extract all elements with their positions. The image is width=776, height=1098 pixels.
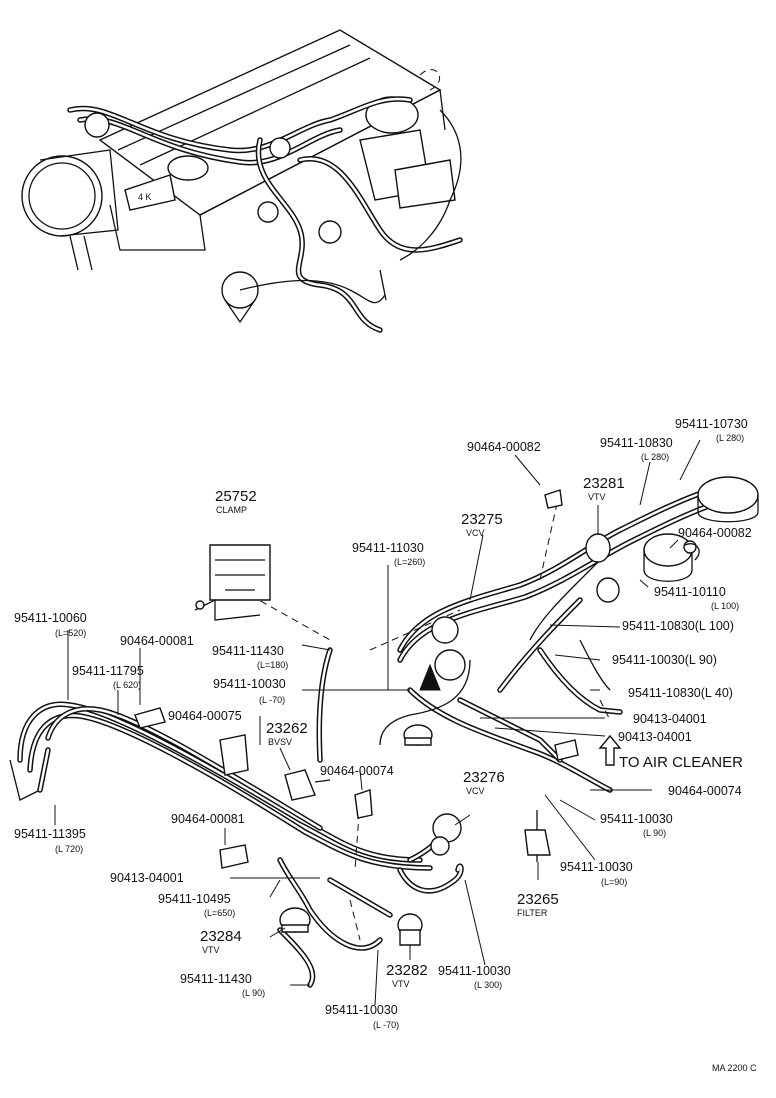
label-23262: 23262 — [266, 720, 308, 737]
vtv-23282 — [397, 913, 423, 946]
label-95411-11430-top: 95411-11430 — [212, 644, 284, 658]
label-90413-04001-r2: 90413-04001 — [618, 730, 692, 744]
label-95411-10030-d: 95411-10030 — [560, 860, 633, 874]
label-95411-11795-len: (L 620) — [113, 680, 141, 690]
label-95411-10030-b: 95411-10030 — [213, 677, 286, 691]
label-90464-00075: 90464-00075 — [168, 709, 242, 723]
label-23281-sub: VTV — [588, 492, 606, 502]
label-23282: 23282 — [386, 962, 428, 979]
label-95411-10830-top-len: (L 280) — [641, 452, 669, 462]
label-95411-10060: 95411-10060 — [14, 611, 87, 625]
label-95411-11430-low: 95411-11430 — [180, 972, 252, 986]
label-90413-04001-r1: 90413-04001 — [633, 712, 707, 726]
label-95411-11430-low-len: (L 90) — [242, 988, 265, 998]
label-95411-10730: 95411-10730 — [675, 417, 748, 431]
vtv-mid — [403, 724, 433, 746]
vcv-23276 — [430, 813, 462, 856]
label-95411-10830-top: 95411-10830 — [600, 436, 673, 450]
clip-90464-00081-top — [134, 707, 166, 729]
engine-illustration: 4 K — [21, 29, 463, 333]
label-95411-10030-c-len: (L 90) — [643, 828, 666, 838]
label-90413-04001-l: 90413-04001 — [110, 871, 184, 885]
label-95411-10110-len: (L 100) — [711, 601, 739, 611]
label-95411-10030-c: 95411-10030 — [600, 812, 673, 826]
label-95411-10030-f: 95411-10030 — [325, 1003, 398, 1017]
label-23262-sub: BVSV — [268, 737, 292, 747]
label-23275-sub: VCV — [466, 528, 485, 538]
label-95411-11795: 95411-11795 — [72, 664, 144, 678]
label-23275: 23275 — [461, 511, 503, 528]
clip-90464-00074 — [354, 789, 373, 819]
label-95411-10030-d-len: (L=90) — [601, 877, 627, 887]
svg-text:4 K: 4 K — [138, 192, 152, 202]
clip-90464-00074-r — [554, 739, 579, 761]
label-23284-sub: VTV — [202, 945, 220, 955]
label-90464-00081-low: 90464-00081 — [171, 812, 245, 826]
label-25752-sub: CLAMP — [216, 505, 247, 515]
label-95411-10030-b-len: (L -70) — [259, 695, 285, 705]
label-23276-sub: VCV — [466, 786, 485, 796]
label-95411-10060-len: (L=520) — [55, 628, 86, 638]
label-23265: 23265 — [517, 891, 559, 908]
label-95411-10495-len: (L=650) — [204, 908, 235, 918]
label-95411-10030-e-len: (L 300) — [474, 980, 502, 990]
label-23284: 23284 — [200, 928, 242, 945]
label-90464-00074-mid: 90464-00074 — [320, 764, 394, 778]
label-23265-sub: FILTER — [517, 908, 548, 918]
clip-90464-00081-low — [219, 844, 249, 869]
label-90464-00082-r: 90464-00082 — [678, 526, 752, 540]
label-95411-10830-low: 95411-10830(L 40) — [628, 686, 733, 700]
bvsv-23262 — [284, 769, 331, 801]
vcv-23275 — [419, 616, 466, 691]
label-25752: 25752 — [215, 488, 257, 505]
label-90464-00082-top: 90464-00082 — [467, 440, 541, 454]
label-95411-10730-len: (L 280) — [716, 433, 744, 443]
label-ref-code: MA 2200 C — [712, 1063, 757, 1073]
filter-23265 — [524, 810, 551, 862]
label-23281: 23281 — [583, 475, 625, 492]
label-95411-10030-f-len: (L -70) — [373, 1020, 399, 1030]
label-95411-11395: 95411-11395 — [14, 827, 86, 841]
part-labels: 95411-10730 (L 280) 95411-10830 (L 280) … — [14, 417, 757, 1073]
label-95411-11395-len: (L 720) — [55, 844, 83, 854]
label-95411-10495: 95411-10495 — [158, 892, 231, 906]
label-95411-11030-len: (L=260) — [394, 557, 425, 567]
arrow-up-icon — [598, 734, 622, 766]
label-23282-sub: VTV — [392, 979, 410, 989]
clamp-25752 — [194, 544, 271, 621]
label-95411-11430-top-len: (L=180) — [257, 660, 288, 670]
label-95411-10830-mid: 95411-10830(L 100) — [622, 619, 734, 633]
label-95411-11030: 95411-11030 — [352, 541, 424, 555]
label-95411-10030-a: 95411-10030(L 90) — [612, 653, 717, 667]
vtv-23281 — [585, 533, 620, 603]
hose-routing — [9, 439, 759, 1006]
label-95411-10110: 95411-10110 — [654, 585, 726, 599]
label-95411-10030-e: 95411-10030 — [438, 964, 511, 978]
clip-90464-00075 — [219, 734, 249, 776]
vtv-23284 — [279, 907, 311, 933]
label-to-air-cleaner: TO AIR CLEANER — [619, 754, 743, 771]
label-90464-00074-r: 90464-00074 — [668, 784, 742, 798]
label-23276: 23276 — [463, 769, 505, 786]
label-90464-00081-top: 90464-00081 — [120, 634, 194, 648]
clip-90464-00082 — [544, 489, 563, 509]
canister — [643, 476, 759, 582]
